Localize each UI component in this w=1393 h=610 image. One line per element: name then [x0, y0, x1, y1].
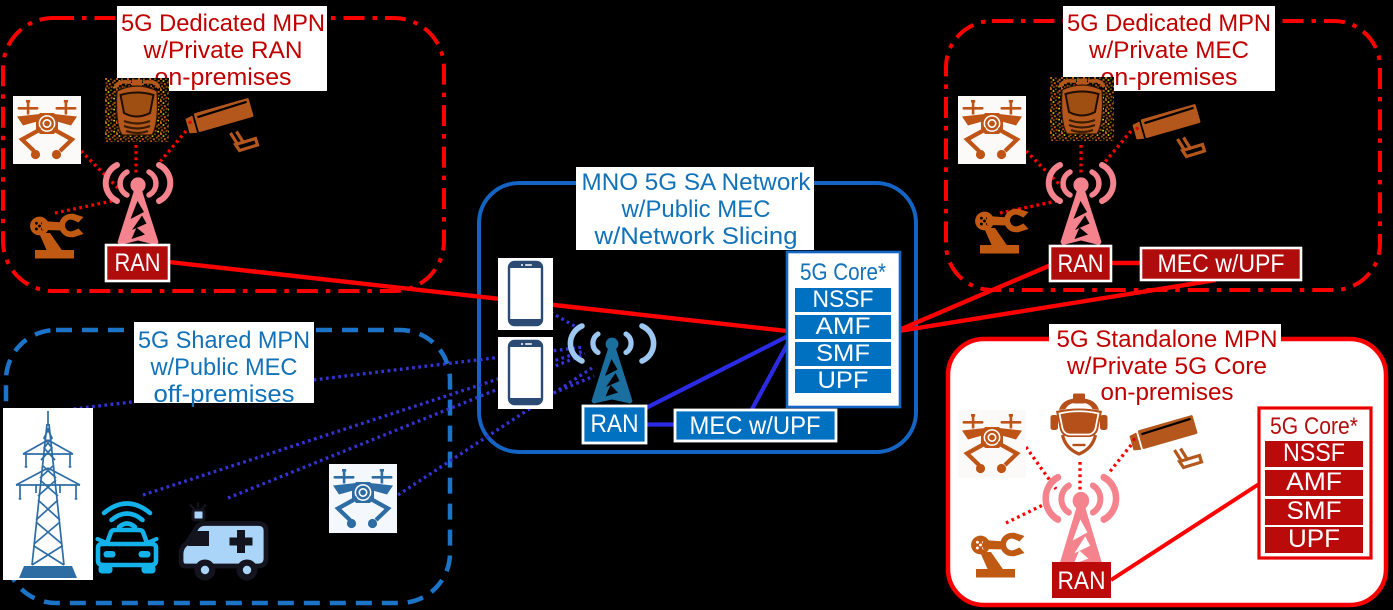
svg-text:MEC w/UPF: MEC w/UPF	[690, 412, 821, 440]
svg-text:AMF: AMF	[816, 313, 871, 340]
svg-text:MNO 5G SA Network: MNO 5G SA Network	[582, 169, 812, 196]
svg-text:SMF: SMF	[1287, 497, 1342, 525]
svg-text:5G Dedicated MPN: 5G Dedicated MPN	[1067, 10, 1271, 37]
svg-text:w/Private RAN: w/Private RAN	[142, 37, 302, 64]
svg-text:NSSF: NSSF	[813, 286, 874, 313]
svg-text:5G Standalone MPN: 5G Standalone MPN	[1057, 326, 1278, 353]
svg-text:w/Private MEC: w/Private MEC	[1088, 37, 1249, 64]
svg-text:5G Core*: 5G Core*	[1270, 413, 1358, 440]
svg-text:UPF: UPF	[818, 367, 869, 394]
svg-text:RAN: RAN	[115, 249, 161, 277]
svg-text:5G Core*: 5G Core*	[800, 259, 886, 286]
svg-text:w/Public MEC: w/Public MEC	[621, 196, 771, 223]
svg-text:MEC w/UPF: MEC w/UPF	[1158, 250, 1285, 278]
svg-text:on-premises: on-premises	[1101, 379, 1234, 406]
svg-text:off-premises: off-premises	[154, 381, 295, 408]
svg-text:RAN: RAN	[1058, 250, 1104, 278]
svg-text:RAN: RAN	[591, 410, 639, 438]
svg-text:w/Private 5G Core: w/Private 5G Core	[1066, 353, 1267, 380]
svg-text:5G Dedicated MPN: 5G Dedicated MPN	[121, 10, 325, 37]
svg-text:on-premises: on-premises	[155, 64, 292, 91]
svg-text:NSSF: NSSF	[1283, 439, 1345, 467]
svg-text:UPF: UPF	[1288, 525, 1340, 553]
svg-text:SMF: SMF	[816, 340, 870, 367]
svg-text:on-premises: on-premises	[1101, 64, 1238, 91]
svg-text:AMF: AMF	[1286, 468, 1342, 496]
svg-text:5G Shared MPN: 5G Shared MPN	[138, 327, 310, 354]
svg-text:w/Public MEC: w/Public MEC	[150, 354, 298, 381]
svg-text:RAN: RAN	[1058, 567, 1106, 595]
svg-text:w/Network Slicing: w/Network Slicing	[593, 223, 797, 250]
